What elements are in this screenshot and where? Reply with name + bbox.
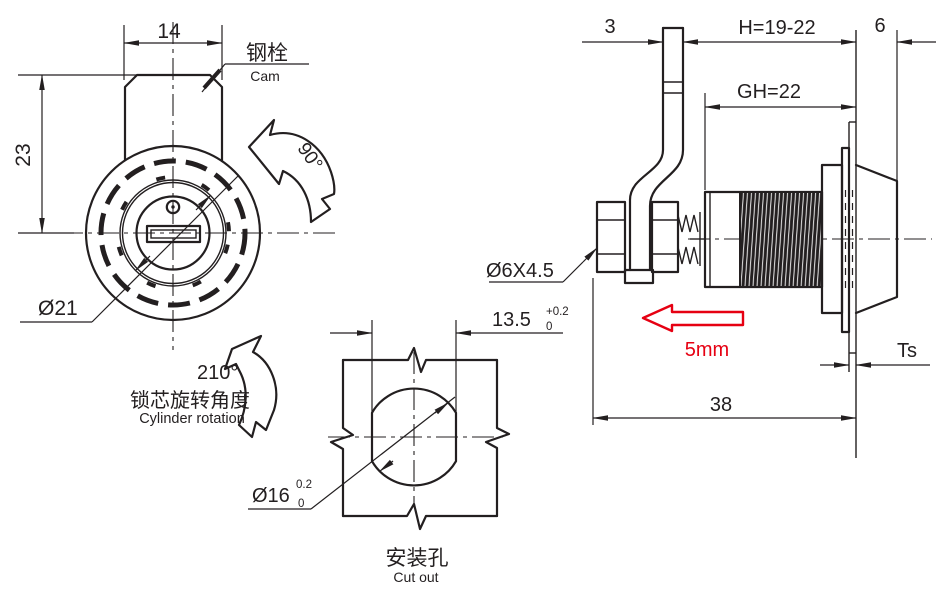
panel-left-edge <box>329 358 355 518</box>
dim-text-total-length: 38 <box>710 394 732 416</box>
bezel-circle-inner <box>121 181 225 285</box>
cutout-dia-tol-upper: 0.2 <box>296 479 312 491</box>
hex-nut-inner <box>650 200 680 274</box>
cutout-width-text: 13.5 <box>492 309 531 331</box>
cam-outline <box>123 73 224 163</box>
panel-bottom-edge <box>341 502 499 531</box>
rotation-90-arrow <box>247 118 336 224</box>
cutout-dia-arrow <box>434 402 449 415</box>
threaded-section <box>739 191 823 288</box>
cutout-view: 13.5 +0.2 0 Ø16 0.2 0 安装孔 Cut out <box>248 306 569 585</box>
outer-flange-circle <box>84 144 262 322</box>
rotation-210-text: 210° <box>197 362 238 384</box>
travel-arrow <box>641 303 745 333</box>
pin-center-dot <box>171 205 175 209</box>
cutout-dia-arrow <box>379 459 394 472</box>
key-slot-outer <box>145 224 202 244</box>
dim-text-cam-width: 14 <box>157 20 181 43</box>
travel-text: 5mm <box>685 339 729 361</box>
pin-hole <box>165 199 181 215</box>
diameter-arrow <box>134 255 151 272</box>
dim-text-h-range: H=19-22 <box>738 17 815 39</box>
knurled-ring <box>98 158 248 308</box>
cylinder-circle <box>135 195 211 271</box>
dim-text-panel-thickness: Ts <box>897 340 917 362</box>
side-view: 3 H=19-22 6 GH=22 Ts 38 Ø6X4.5 5mm <box>486 15 936 458</box>
cutout-dia-tol-lower: 0 <box>298 498 304 510</box>
rotation-label-en: Cylinder rotation <box>139 411 245 427</box>
leader-arrow <box>582 247 598 263</box>
dim-text-hole: Ø6X4.5 <box>486 260 554 282</box>
cam-bar-right-edge <box>648 26 685 272</box>
rotation-90-text: 90° <box>293 139 327 175</box>
diameter-text: Ø21 <box>38 297 78 320</box>
front-view: 14 23 钢栓 Cam Ø21 90° 210° 锁芯旋转角度 Cylinde… <box>12 20 338 439</box>
diameter-leader <box>91 174 240 323</box>
bezel-circle-outer <box>119 179 227 287</box>
inner-knurl-ticks <box>115 175 231 291</box>
dim-text-height: 23 <box>12 143 35 166</box>
cutout-width-tol-upper: +0.2 <box>546 306 569 318</box>
cam-bar-left-edge <box>628 26 665 272</box>
cam-bar-foot <box>623 268 655 285</box>
cam-label-zh: 钢栓 <box>246 42 288 65</box>
cam-label-en: Cam <box>250 68 280 84</box>
rotation-label-zh: 锁芯旋转角度 <box>130 389 250 412</box>
cutout-width-tol-lower: 0 <box>546 321 552 333</box>
leader-line <box>562 261 584 283</box>
cutout-dia-text: Ø16 <box>252 485 290 507</box>
key-slot-inner <box>150 229 197 239</box>
dim-text-cam-thickness: 3 <box>604 16 615 38</box>
diameter-arrow <box>195 194 212 211</box>
cutout-label-en: Cut out <box>393 569 438 585</box>
cutout-dia-leader <box>310 396 456 510</box>
hex-nut-outer <box>595 200 627 274</box>
gasket-plate <box>840 146 851 334</box>
leader-tick <box>202 68 222 90</box>
panel-top-edge <box>341 346 499 374</box>
dim-text-head-depth: 6 <box>874 15 885 37</box>
panel-right-edge <box>484 358 511 518</box>
front-bezel <box>854 163 899 315</box>
dim-text-grip: GH=22 <box>737 81 801 103</box>
spring-coil-bottom <box>677 246 699 265</box>
cutout-label-zh: 安装孔 <box>386 547 449 570</box>
spring-coil-top <box>677 214 699 233</box>
rotation-210-arrow <box>223 334 278 439</box>
